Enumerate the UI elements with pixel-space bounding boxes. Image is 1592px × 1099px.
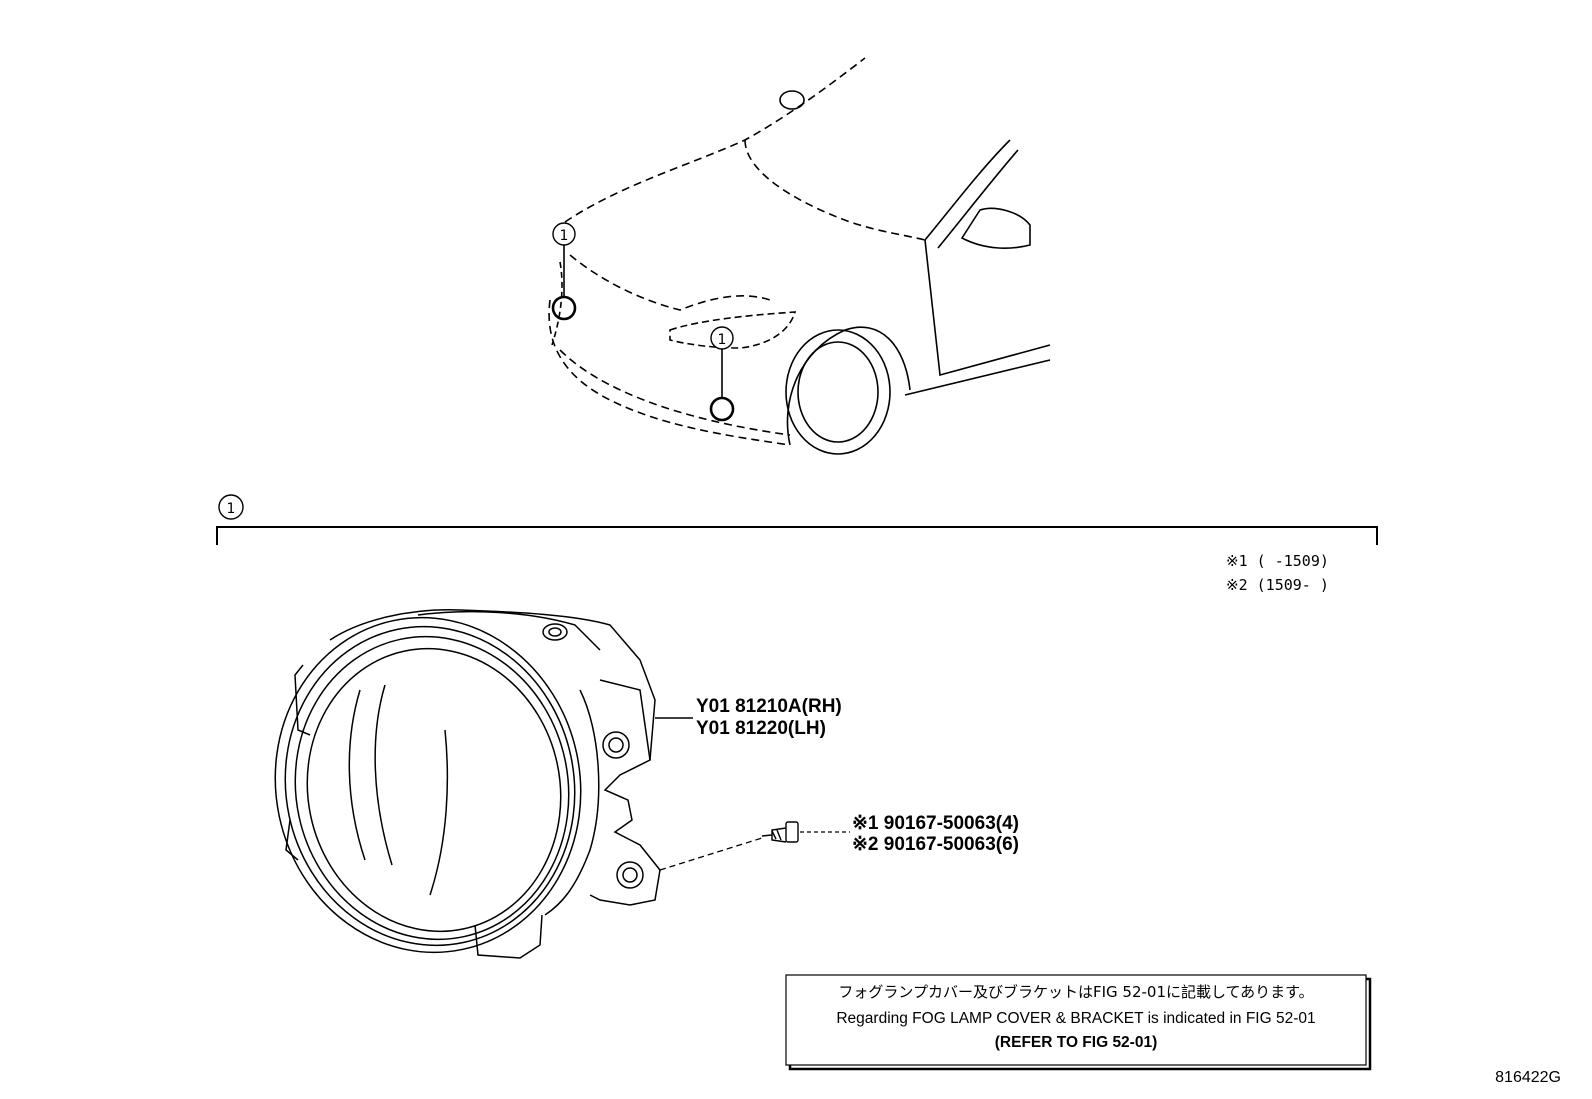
lens-reflection-2 <box>374 684 393 866</box>
a-pillar <box>937 149 1019 249</box>
assembly-bracket: 1 <box>216 494 1378 545</box>
bumper-lower <box>559 349 791 436</box>
assembly-callout-number: 1 <box>227 501 236 517</box>
fog-lamp-marker-left <box>551 295 577 321</box>
hood-outline <box>564 57 866 223</box>
condition-2: ※2 (1509- ) <box>1226 576 1329 594</box>
grille-hint <box>551 261 563 346</box>
part-number-screw-1[interactable]: ※1 90167-50063(4) <box>852 813 1019 834</box>
screw-dashed-leader <box>659 837 763 871</box>
callout-number: 1 <box>560 228 569 244</box>
lens-ring-2 <box>284 625 576 947</box>
fog-lamp-assembly[interactable] <box>244 589 661 981</box>
front-fascia <box>548 299 791 446</box>
left-tab <box>294 664 311 736</box>
lens-reflection-3 <box>429 729 449 896</box>
car-overview <box>548 57 1051 455</box>
lens-reflection-1 <box>348 689 366 861</box>
fog-lamp-marker-right <box>709 396 735 422</box>
callout-number: 1 <box>718 332 727 348</box>
part-number-lamp-lh[interactable]: Y01 81220(LH) <box>696 718 826 739</box>
lens-ring-3 <box>294 635 570 941</box>
top-boss <box>542 623 568 641</box>
top-boss-inner <box>548 627 562 637</box>
callout-top-left[interactable]: 1 <box>551 222 577 321</box>
front-wheel-rim <box>797 341 879 443</box>
callout-top-right[interactable]: 1 <box>709 326 735 422</box>
roof-sensor <box>779 90 805 110</box>
note-english: Regarding FOG LAMP COVER & BRACKET is in… <box>836 1010 1315 1027</box>
bracket-right <box>589 679 661 906</box>
screw-icon[interactable] <box>761 821 799 843</box>
bracket-hole-upper-inner <box>608 737 624 753</box>
side-mirror <box>960 207 1031 249</box>
part-number-lamp-rh[interactable]: Y01 81210A(RH) <box>696 696 842 717</box>
note-reference[interactable]: (REFER TO FIG 52-01) <box>995 1034 1158 1051</box>
bracket-hole-lower <box>616 861 644 889</box>
sill-line <box>904 359 1051 396</box>
note-japanese: フォグランプカバー及びブラケットはFIG 52-01に記載してあります。 <box>838 983 1313 1001</box>
hood-front-edge <box>744 139 926 241</box>
reference-note-box: フォグランプカバー及びブラケットはFIG 52-01に記載してあります。 Reg… <box>785 974 1372 1071</box>
left-tab-lower <box>285 819 299 861</box>
bracket-hole-lower-inner <box>622 867 638 883</box>
condition-1: ※1 ( -1509) <box>1226 552 1329 570</box>
part-number-screw-2[interactable]: ※2 90167-50063(6) <box>852 834 1019 855</box>
bumper-top-line <box>569 254 771 311</box>
bracket-hole-upper <box>602 731 630 759</box>
figure-code: 816422G <box>1495 1069 1561 1086</box>
housing-top <box>329 609 656 761</box>
housing-inner-top <box>417 610 601 651</box>
housing-depth <box>544 689 600 916</box>
lens-inner <box>306 647 562 933</box>
front-wheel <box>785 329 891 455</box>
windshield <box>924 139 1011 241</box>
lens-outer-ring <box>274 616 582 954</box>
wheel-arch <box>786 326 911 446</box>
headlamp-shape <box>669 311 797 349</box>
body-side <box>924 239 1051 377</box>
